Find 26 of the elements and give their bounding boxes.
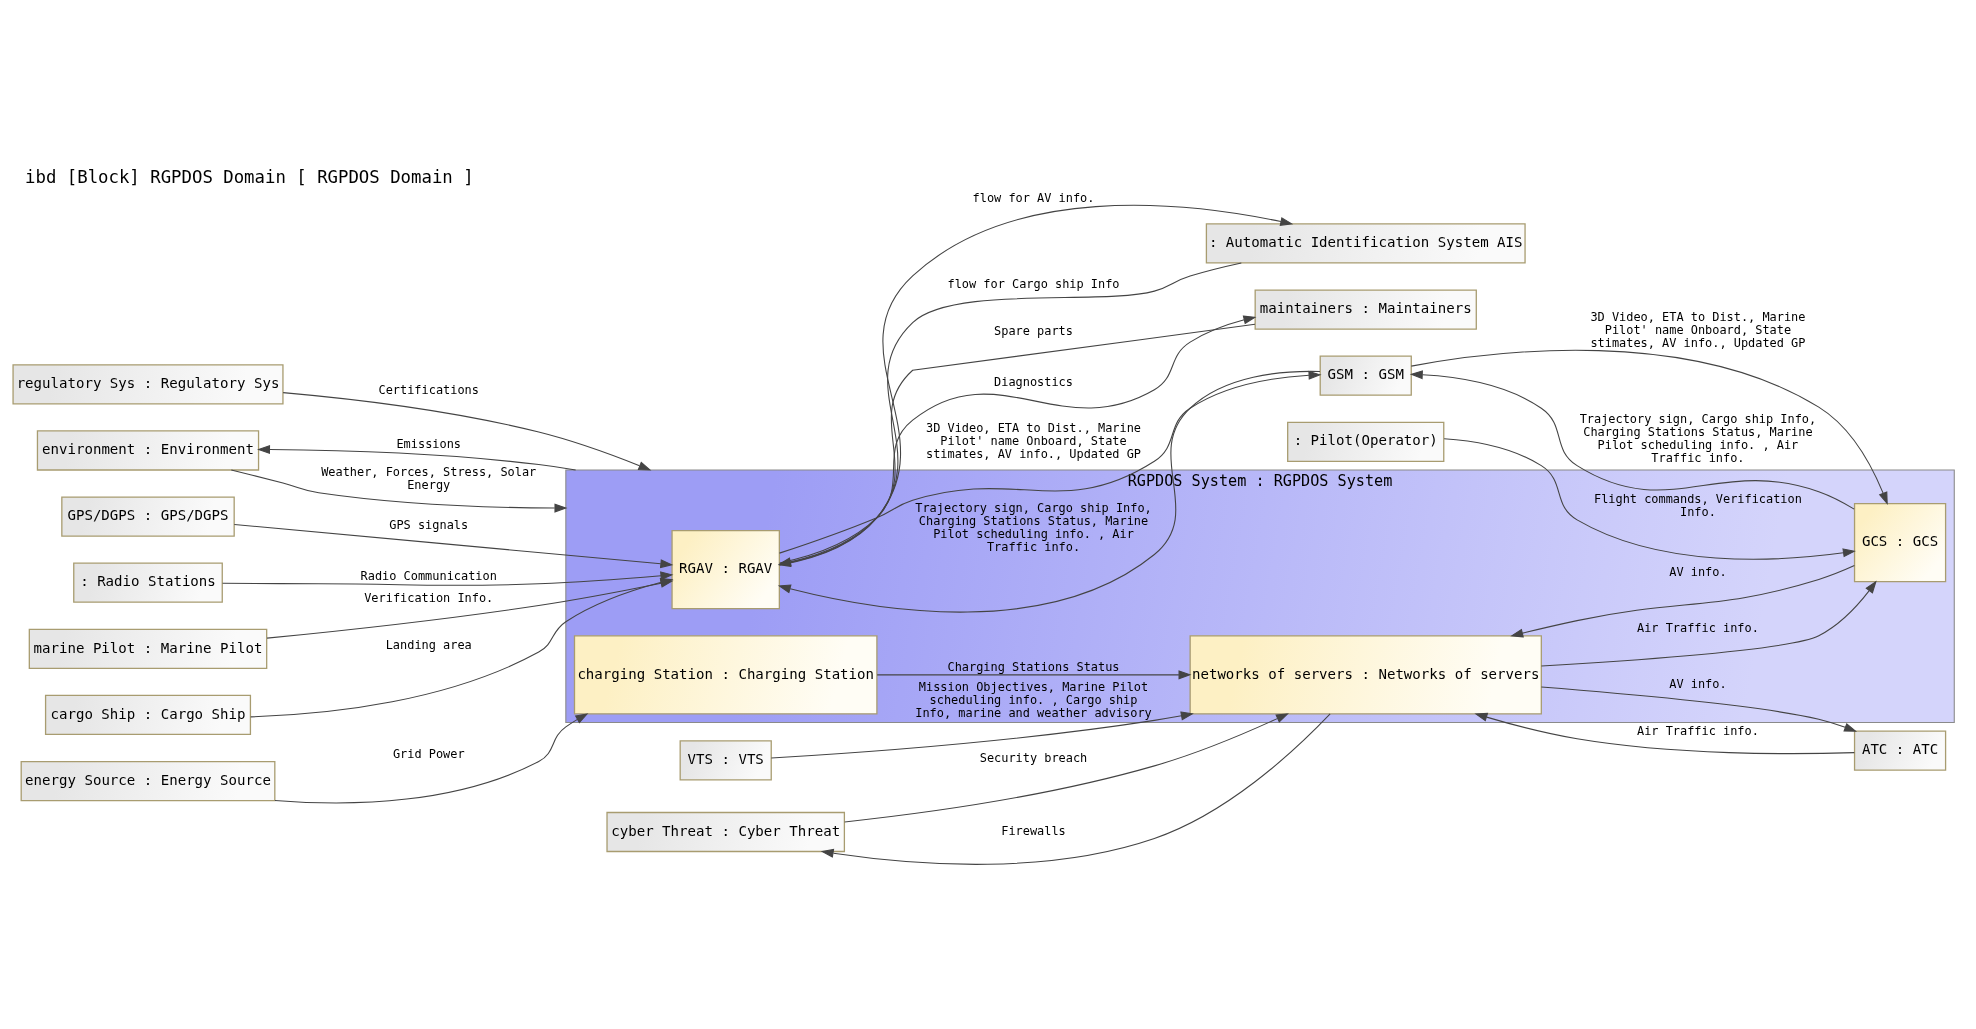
edge-label: Firewalls [1001,824,1066,839]
edge-label: GPS signals [389,518,469,533]
edge-label: Flight commands, Verification Info. [1593,492,1802,520]
edge-label: Radio Communication [360,569,497,584]
edge-label: Verification Info. [364,591,494,605]
edge-label: AV info. [1669,676,1727,691]
diagram-title: ibd [Block] RGPDOS Domain [ RGPDOS Domain ] [25,166,474,187]
edge-label: Trajectory sign, Cargo ship Info, Charging Stations Status, Marine Pilot scheduling info. , Air Traffic info. [915,501,1152,555]
edge-label: Grid Power [392,747,465,762]
edge-label: Landing area [385,637,472,652]
edge-label: Air Traffic info. [1637,621,1759,636]
edge-label: Weather, Forces, Stress, Solar Energy [321,465,537,493]
edge-label: Charging Stations Status [947,660,1120,675]
edge-label: 3D Video, ETA to Dist., Marine Pilot' name Onboard, State stimates, AV info., Updated GP [1590,310,1806,351]
edge-label: 3D Video, ETA to Dist., Marine Pilot' name Onboard, State stimates, AV info., Updated GP [926,420,1142,461]
edge-label: flow for Cargo ship Info [947,276,1120,291]
edge-label: flow for AV info. [972,191,1095,206]
edge-label: Emissions [396,437,461,452]
edge-label: Certifications [378,382,479,397]
edge-label: Mission Objectives, Marine Pilot scheduling info. , Cargo ship Info, marine and weather advisory [915,679,1152,720]
edge-label: Diagnostics [994,375,1073,390]
edge-label: Trajectory sign, Cargo ship Info, Charging Stations Status, Marine Pilot scheduling info. , Air Traffic info. [1579,412,1817,466]
edge-label: Spare parts [994,324,1073,339]
edge-label: AV info. [1669,564,1727,579]
edge-label: Air Traffic info. [1637,724,1759,739]
edge-label: Security breach [979,751,1088,766]
